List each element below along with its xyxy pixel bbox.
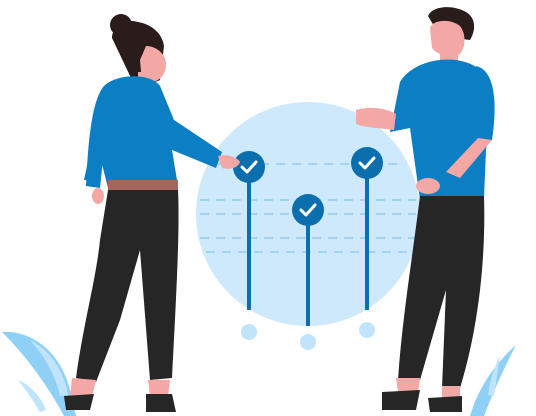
woman-figure [64, 14, 240, 412]
checkmark-icon [299, 203, 317, 217]
check-marker-right [351, 147, 383, 338]
man-figure [356, 7, 495, 412]
left-plant-icon [2, 331, 76, 416]
check-marker-left [233, 151, 265, 340]
marker-dot [241, 324, 257, 340]
right-plant-icon [470, 345, 516, 416]
marker-dot [300, 334, 316, 350]
checkmark-icon [240, 160, 258, 174]
check-marker-middle [292, 194, 324, 350]
marker-dot [359, 322, 375, 338]
checkmark-icon [358, 156, 376, 170]
